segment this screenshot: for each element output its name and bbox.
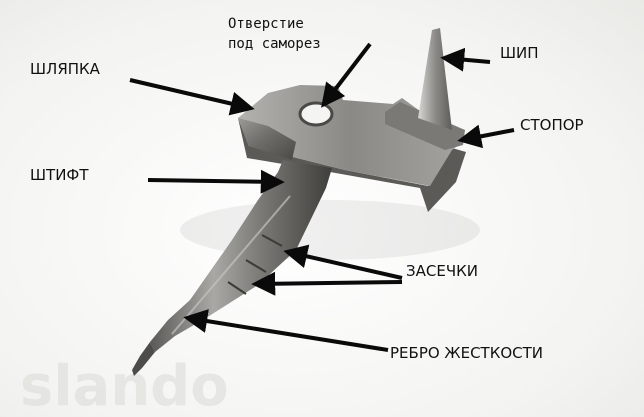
screw-hole bbox=[298, 101, 334, 127]
fastener-object bbox=[132, 28, 466, 376]
label-rib: РЕБРО ЖЕСТКОСТИ bbox=[390, 344, 543, 362]
arrow-rib bbox=[183, 309, 389, 352]
spike bbox=[418, 28, 452, 130]
arrow-stopper bbox=[457, 124, 515, 149]
label-notches: ЗАСЕЧКИ bbox=[406, 262, 478, 280]
watermark-text: slando bbox=[20, 354, 229, 417]
arrow-notch-2 bbox=[251, 271, 403, 296]
notch-mark bbox=[227, 281, 247, 295]
stopper-block bbox=[385, 102, 465, 150]
label-spike: ШИП bbox=[500, 44, 539, 62]
arrow-hole bbox=[321, 42, 372, 108]
callout-arrows bbox=[129, 42, 515, 352]
pin-tip bbox=[132, 342, 155, 376]
head-flange bbox=[238, 118, 296, 160]
label-head: ШЛЯПКА bbox=[30, 60, 101, 78]
arrow-head bbox=[129, 78, 255, 116]
notch-mark bbox=[245, 259, 267, 273]
arrow-notch-1 bbox=[283, 244, 403, 280]
arrow-spike bbox=[440, 47, 491, 72]
label-hole-line1: Отверстие bbox=[228, 16, 304, 32]
label-hole-line2: под саморез bbox=[228, 36, 321, 52]
pin-shank bbox=[150, 160, 332, 352]
label-pin: ШТИФТ bbox=[30, 166, 89, 184]
arrow-pin bbox=[147, 169, 285, 194]
notch-mark bbox=[261, 234, 283, 247]
label-stopper: СТОПОР bbox=[520, 116, 584, 134]
